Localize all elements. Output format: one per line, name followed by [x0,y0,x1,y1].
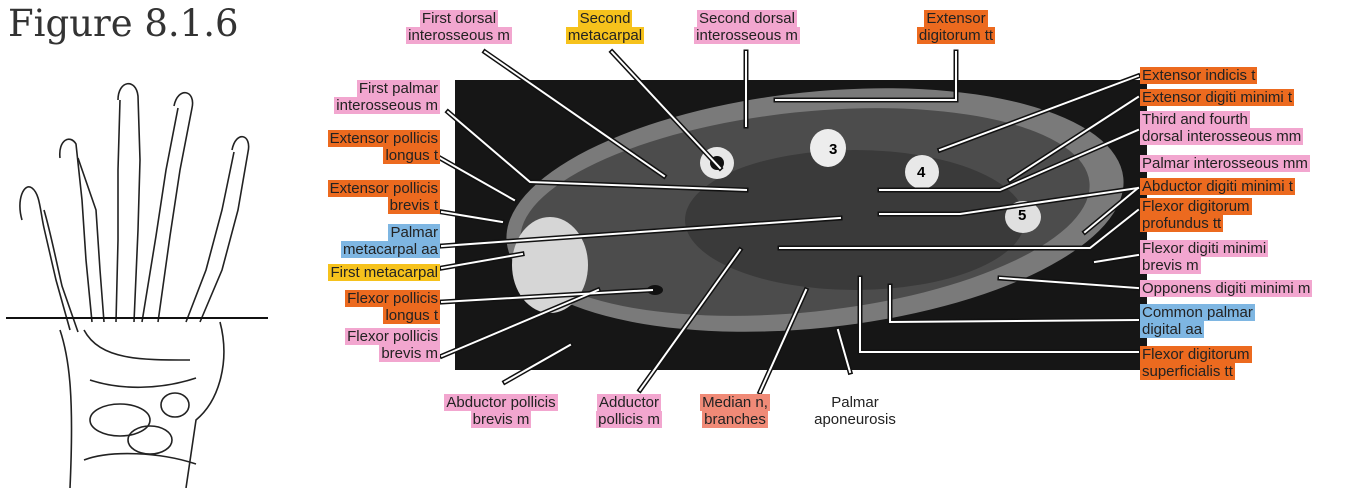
label-palmar-interosseous: Palmar interosseous mm [1140,155,1310,172]
label-extensor-digiti-minimi: Extensor digiti minimi t [1140,89,1294,106]
label-median-nerve-branches: Median n,branches [688,394,782,428]
label-extensor-indicis: Extensor indicis t [1140,67,1257,84]
label-first-metacarpal: First metacarpal [290,264,440,281]
label-opponens-digiti-minimi: Opponens digiti minimi m [1140,280,1312,297]
label-abductor-digiti-minimi: Abductor digiti minimi t [1140,178,1295,195]
